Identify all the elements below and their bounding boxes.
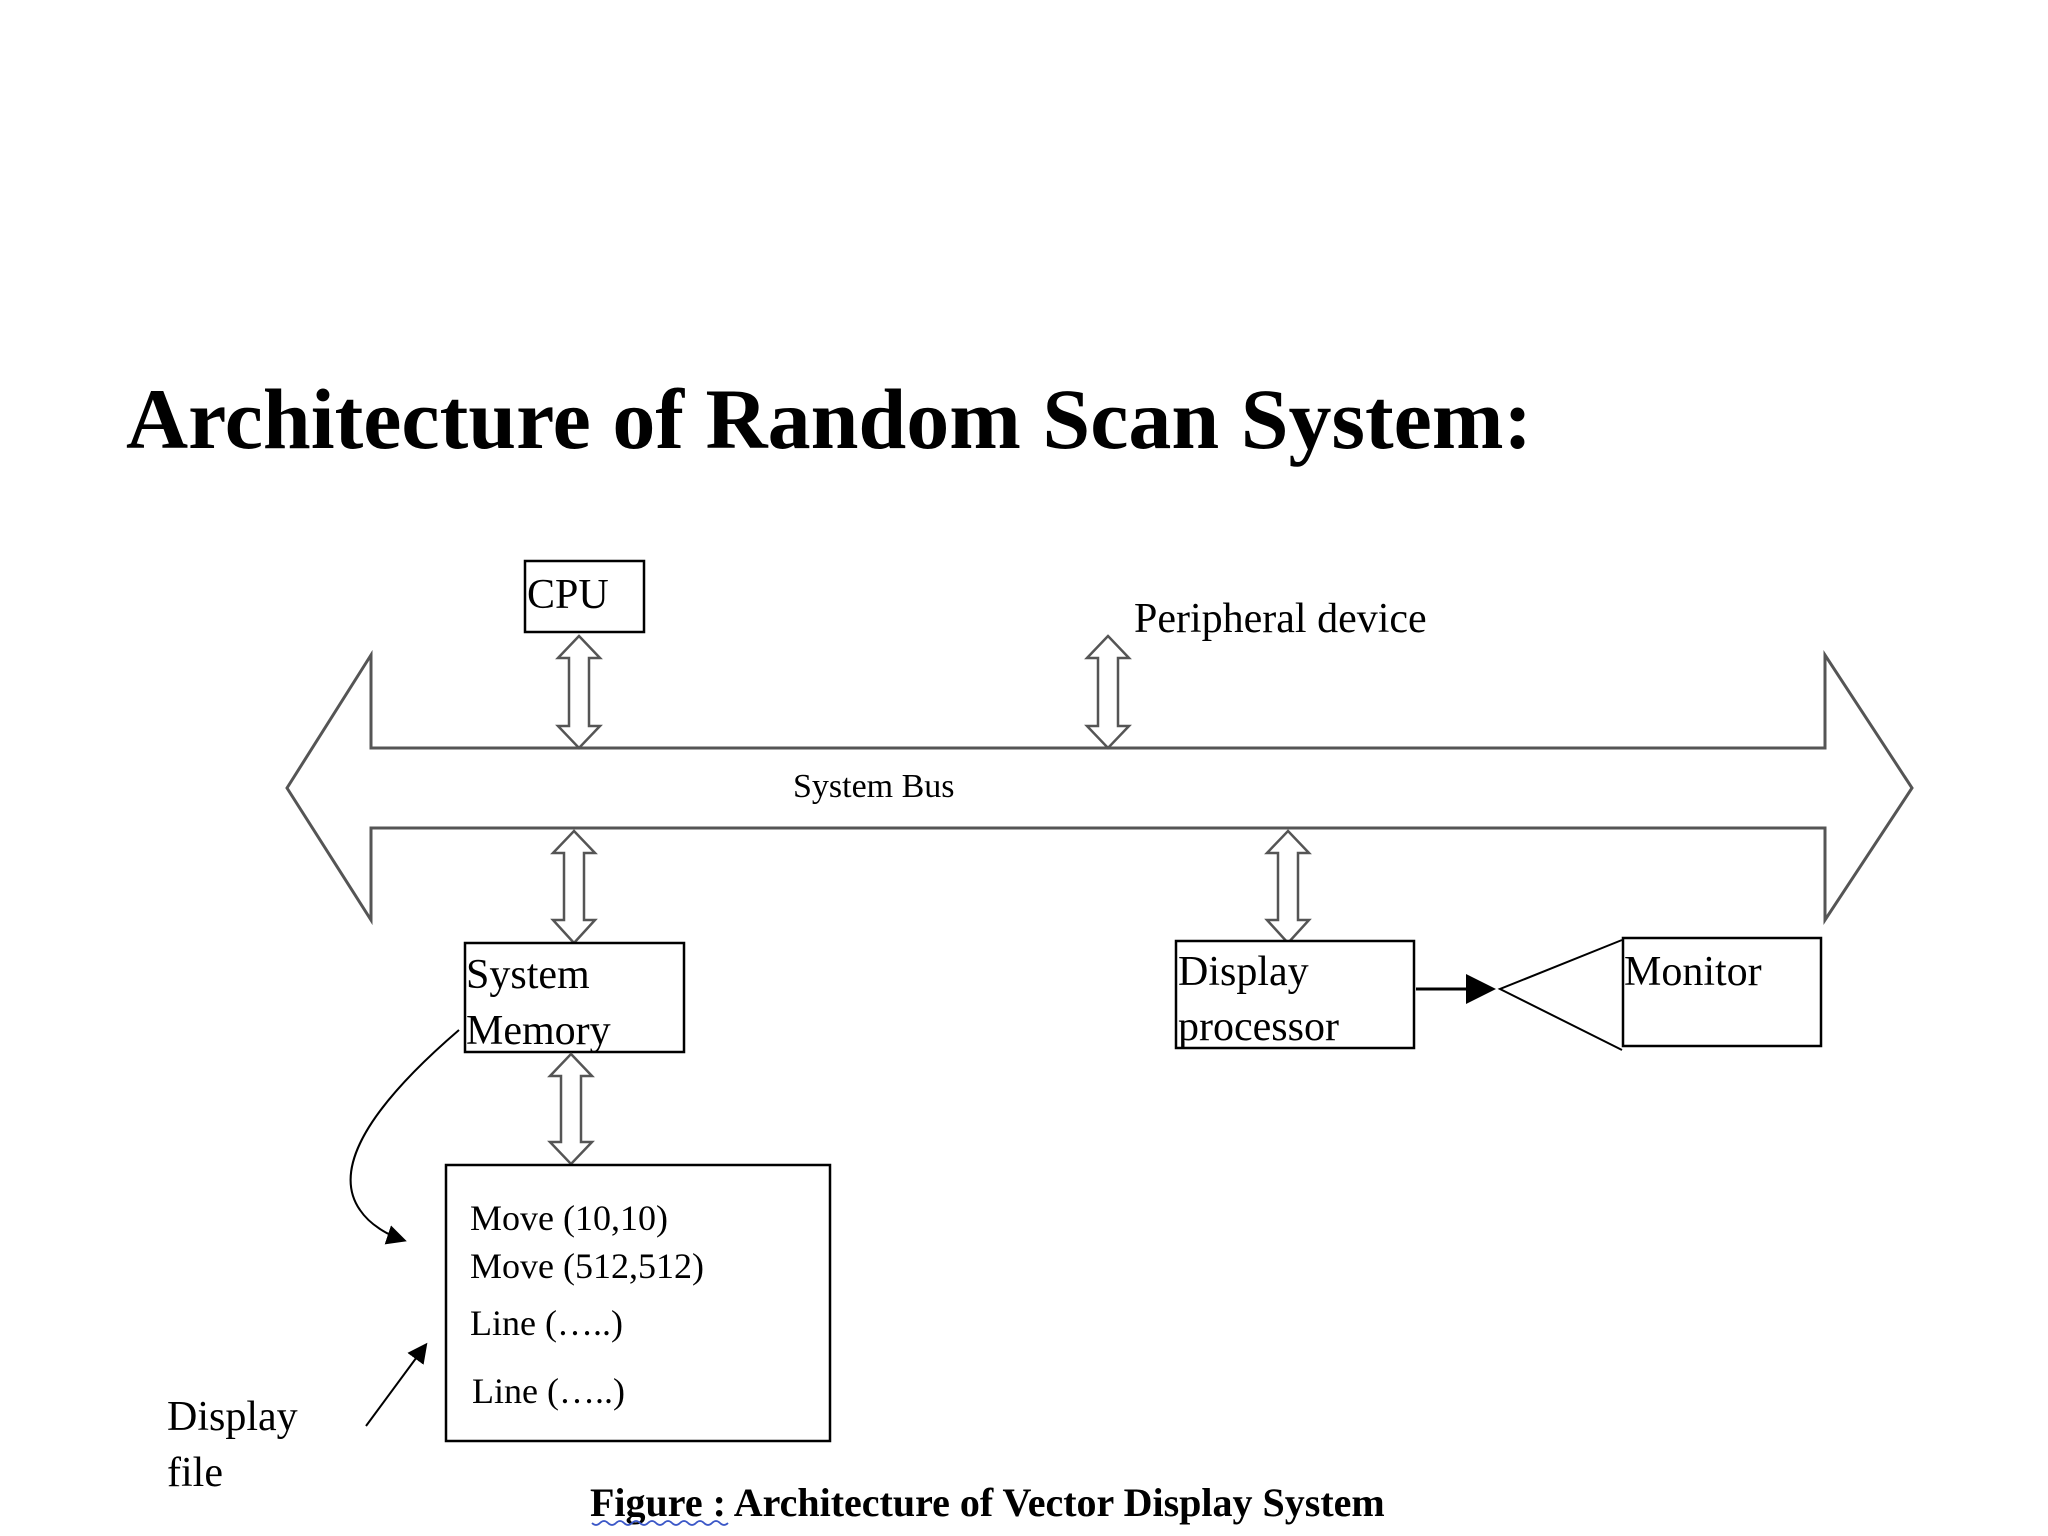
peripheral-bus-connector: [1084, 634, 1132, 750]
display-file-label-line2: file: [167, 1450, 223, 1496]
caption-text: Architecture of Vector Display System: [726, 1480, 1385, 1525]
display-file-entry: Move (512,512): [470, 1246, 704, 1286]
monitor-label: Monitor: [1624, 949, 1762, 995]
system-memory-label-line2: Memory: [466, 1008, 611, 1054]
caption-squiggle: [591, 1520, 729, 1526]
monitor-box: [1621, 936, 1823, 1048]
monitor-screen-lines: [1497, 939, 1623, 1051]
display-file-entry: Move (10,10): [470, 1198, 668, 1238]
display-processor-bus-connector: [1264, 829, 1312, 945]
display-file-pointer-arrow: [365, 1342, 428, 1427]
figure-caption: Figure : Architecture of Vector Display …: [590, 1480, 1385, 1525]
memory-displayfile-connector: [547, 1052, 595, 1166]
cpu-label: CPU: [527, 572, 609, 618]
display-file-entry: Line (…..): [472, 1371, 625, 1411]
system-bus-arrow: [285, 649, 1914, 926]
system-bus-label: System Bus: [793, 768, 955, 805]
caption-prefix: Figure :: [590, 1480, 726, 1525]
memory-to-file-curve-arrow: [349, 1029, 460, 1245]
display-file-label-line1: Display: [167, 1394, 298, 1440]
slide-title: Architecture of Random Scan System:: [126, 371, 1533, 467]
system-memory-label-line1: System: [466, 952, 590, 998]
cpu-bus-connector: [555, 634, 603, 750]
display-file-entry: Line (…..): [470, 1303, 623, 1343]
memory-bus-connector: [550, 829, 598, 945]
display-file-box: [444, 1163, 832, 1443]
cpu-box: [523, 559, 646, 634]
display-processor-box: [1174, 939, 1416, 1050]
display-processor-label-line1: Display: [1178, 949, 1309, 995]
peripheral-device-label: Peripheral device: [1134, 596, 1427, 642]
display-processor-label-line2: processor: [1178, 1004, 1339, 1050]
system-memory-box: [463, 941, 686, 1054]
